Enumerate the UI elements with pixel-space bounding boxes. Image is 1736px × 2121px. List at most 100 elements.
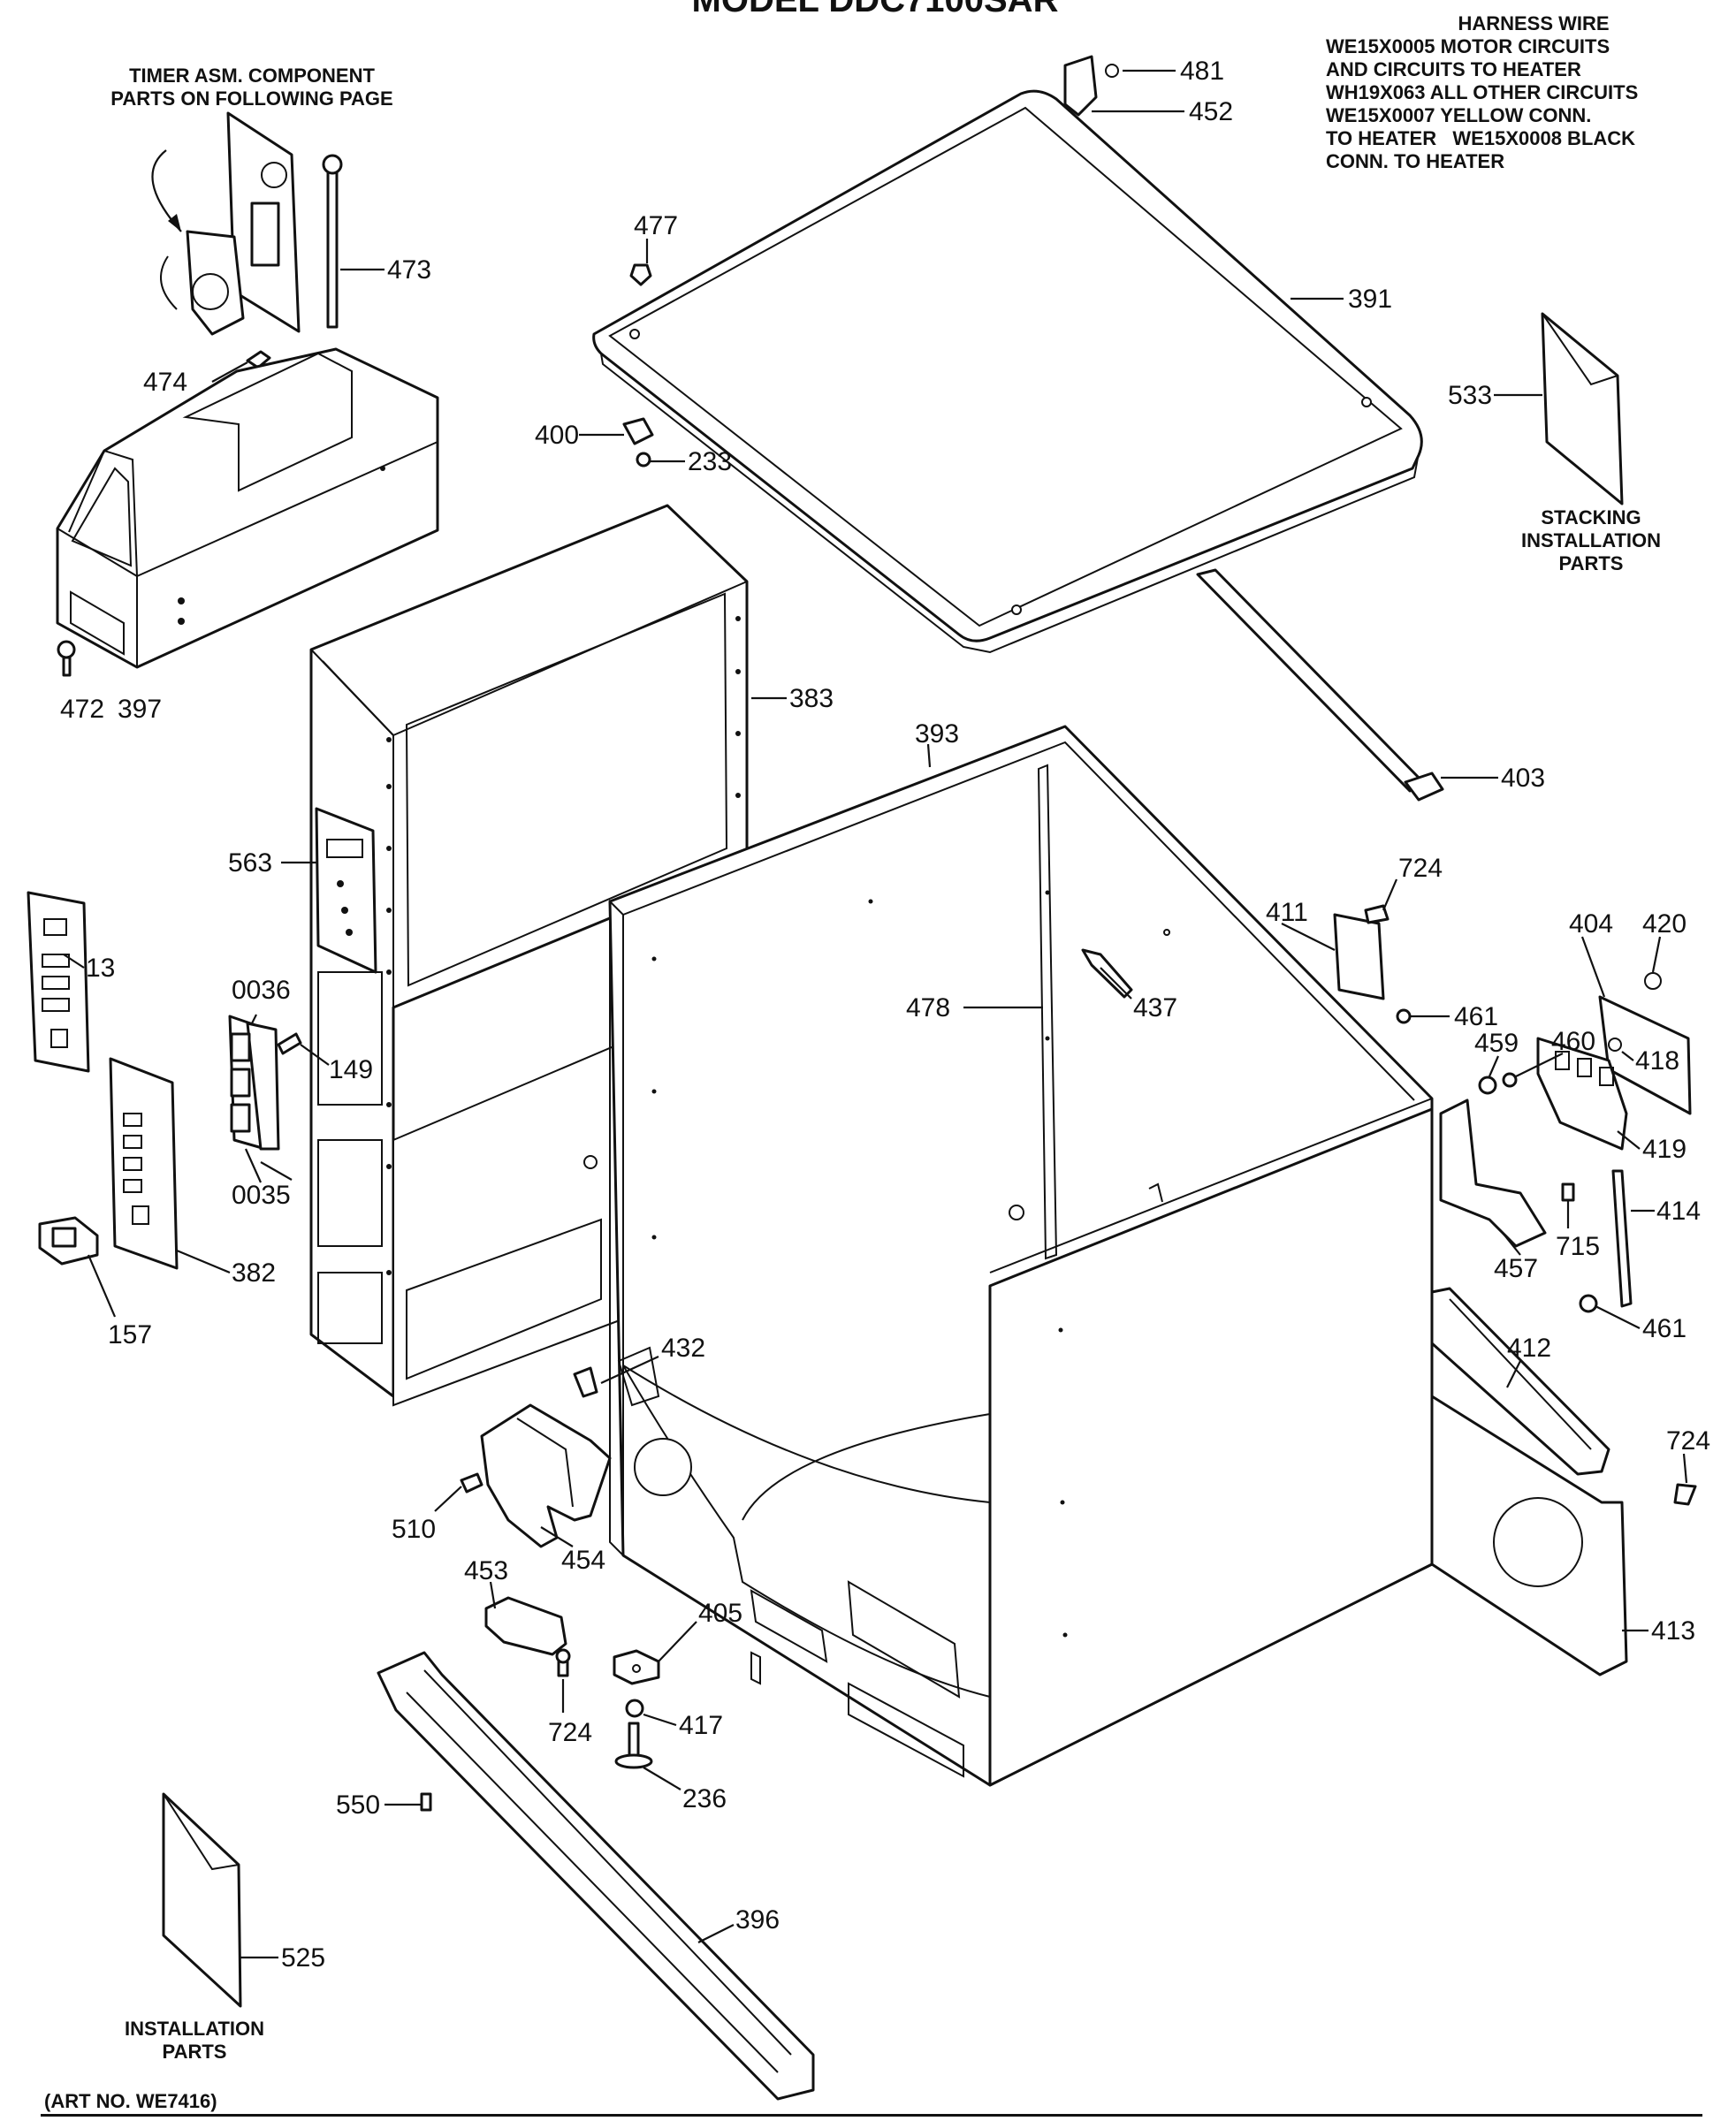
label-461a: 461 (1454, 1002, 1498, 1031)
screw-233 (636, 452, 651, 468)
screw-461b (1579, 1294, 1598, 1313)
bracket-404 (1598, 995, 1692, 1115)
label-411: 411 (1266, 898, 1308, 927)
strike-432 (573, 1366, 598, 1398)
bracket-457 (1439, 1099, 1547, 1248)
label-472: 472 (60, 695, 104, 724)
stacking-installation-note: STACKING INSTALLATION PARTS (1494, 506, 1688, 575)
label-460: 460 (1551, 1027, 1595, 1056)
label-233: 233 (688, 447, 732, 476)
installation-parts-note: INSTALLATION PARTS (97, 2018, 292, 2064)
label-724a: 724 (1398, 854, 1443, 883)
timer-assembly (151, 111, 301, 336)
harness-wire-line: AND CIRCUITS TO HEATER (1326, 58, 1581, 80)
label-452: 452 (1189, 97, 1233, 126)
label-432: 432 (661, 1334, 705, 1363)
nut-418 (1608, 1038, 1622, 1052)
screw-724a (1364, 904, 1390, 924)
screw-724c (555, 1648, 571, 1677)
screw-474 (246, 350, 271, 369)
rail-412 (1430, 1287, 1610, 1476)
switch-bracket-382 (109, 1057, 179, 1270)
control-box-397 (56, 347, 439, 669)
screw-459 (1478, 1076, 1497, 1095)
label-393: 393 (915, 719, 959, 749)
cabinet-393 (608, 725, 1434, 1787)
harness-wire-line: WE15X0005 MOTOR CIRCUITS (1326, 35, 1610, 57)
label-437: 437 (1133, 993, 1177, 1022)
clip-452 (1063, 55, 1098, 117)
toe-panel-396 (377, 1651, 815, 2101)
screw-481 (1105, 64, 1119, 78)
label-418: 418 (1635, 1046, 1679, 1076)
label-473: 473 (387, 255, 431, 285)
label-461b: 461 (1642, 1314, 1687, 1343)
control-panel-holes (386, 616, 741, 1275)
label-454: 454 (561, 1546, 605, 1575)
bottom-divider (41, 2114, 1702, 2117)
label-412: 412 (1507, 1334, 1551, 1363)
label-391: 391 (1348, 285, 1392, 314)
hinge-453 (484, 1596, 567, 1656)
harness-wire-line: TO HEATER WE15X0008 BLACK (1326, 127, 1636, 149)
leader-lines (63, 69, 1688, 1959)
label-481: 481 (1180, 57, 1224, 86)
screw-510 (460, 1472, 483, 1494)
screw-724b (1673, 1483, 1697, 1506)
screw-461a (1396, 1008, 1412, 1024)
label-157: 157 (108, 1320, 152, 1349)
label-13: 13 (86, 954, 115, 983)
label-550: 550 (336, 1790, 380, 1820)
label-453: 453 (464, 1556, 508, 1585)
label-397: 397 (118, 695, 162, 724)
terminal-block-419 (1536, 1037, 1628, 1151)
switch-157 (38, 1216, 99, 1266)
timer-assembly-note: TIMER ASM. COMPONENT PARTS ON FOLLOWING … (93, 65, 411, 110)
label-149: 149 (329, 1055, 373, 1084)
bracket-405 (613, 1649, 660, 1685)
label-405: 405 (698, 1599, 742, 1628)
leveling-leg-236 (614, 1722, 653, 1769)
stacking-note-line: STACKING (1541, 506, 1641, 528)
label-724b: 724 (1666, 1426, 1710, 1456)
harness-wire-line: WH19X063 ALL OTHER CIRCUITS (1326, 81, 1639, 103)
label-563: 563 (228, 848, 272, 878)
harness-wire-line: CONN. TO HEATER (1326, 150, 1505, 172)
clip-400 (622, 417, 654, 445)
label-383: 383 (789, 684, 834, 713)
stacking-note-line: INSTALLATION (1520, 529, 1662, 551)
switch-assembly (228, 1015, 280, 1151)
label-477: 477 (634, 211, 678, 240)
plug-477 (629, 263, 652, 286)
screw-715 (1561, 1182, 1575, 1202)
art-number: (ART NO. WE7416) (44, 2090, 217, 2112)
rod-473 (322, 154, 343, 329)
screw-550 (420, 1792, 432, 1812)
label-414: 414 (1656, 1197, 1701, 1226)
harness-wire-title: HARNESS WIRE (1458, 12, 1610, 34)
back-panel-413 (1430, 1395, 1628, 1676)
label-478: 478 (906, 993, 950, 1022)
escutcheon-13 (27, 891, 90, 1073)
label-0036: 0036 (232, 976, 291, 1005)
envelope-533 (1541, 312, 1624, 506)
screw-472 (57, 640, 76, 677)
label-457: 457 (1494, 1254, 1538, 1283)
label-724c: 724 (548, 1718, 592, 1747)
label-459: 459 (1474, 1029, 1519, 1058)
timer-note-line: TIMER ASM. COMPONENT (129, 65, 375, 87)
strap-414 (1611, 1169, 1633, 1308)
label-419: 419 (1642, 1135, 1687, 1164)
timer-label-563 (315, 807, 377, 974)
washer-417 (625, 1699, 644, 1718)
label-0035: 0035 (232, 1181, 291, 1210)
envelope-525 (162, 1792, 242, 2008)
label-400: 400 (535, 421, 579, 450)
label-533: 533 (1448, 381, 1492, 410)
label-236: 236 (682, 1784, 727, 1813)
label-510: 510 (392, 1515, 436, 1544)
stacking-note-line: PARTS (1558, 552, 1624, 574)
cover-plate-411 (1333, 913, 1385, 1000)
harness-wire-line: WE15X0007 YELLOW CONN. (1326, 104, 1592, 126)
